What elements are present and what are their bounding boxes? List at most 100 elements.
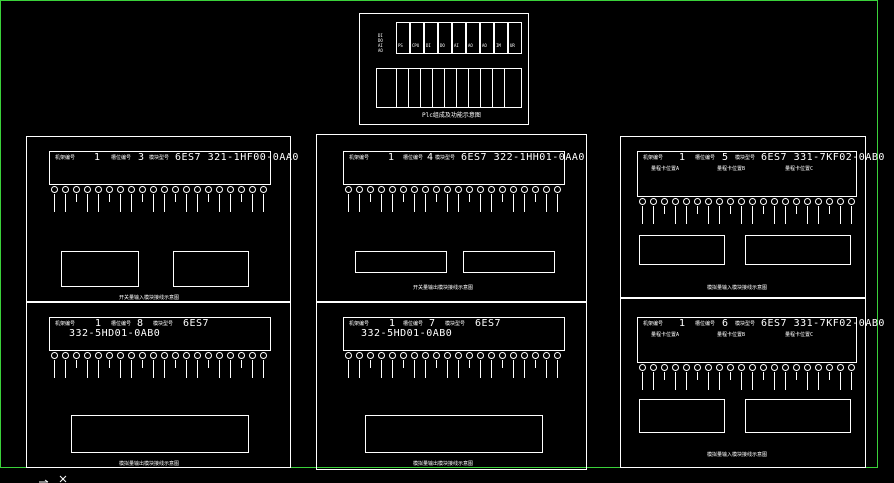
range-card-c: 量程卡位置C [785,166,814,172]
plc-slot-label: PS [398,43,403,48]
wire-line [370,194,371,202]
range-card-b: 量程卡位置B [717,166,746,172]
terminal-screw-icon [356,186,363,193]
terminal-screw-icon [444,352,451,359]
plc-slot [396,22,410,54]
wire-line [425,194,426,212]
wire-line [109,360,110,368]
rack-label: 机架编号 [55,155,76,161]
wire-line [546,360,547,378]
wire-line [840,372,841,390]
terminal-screw-icon [815,198,822,205]
wire-line [54,360,55,378]
rack-label: 机架编号 [349,321,370,327]
terminal-screw-icon [815,364,822,371]
terminal-screw-icon [84,186,91,193]
io-block-b [463,251,555,273]
wire-line [458,360,459,378]
module-caption-slot5: 模拟量输入模块接线示意图 [707,285,768,291]
io-block-a [639,235,725,265]
terminal-screw-icon [554,186,561,193]
terminal-screw-icon [62,352,69,359]
terminal-screw-icon [150,352,157,359]
drawing-border [0,0,878,468]
terminal-screw-icon [683,364,690,371]
terminal-screw-icon [161,352,168,359]
module-panel-slot5: 机架编号 1 槽位编号 5 模块型号 6ES7 331-7KF02-0AB0 量… [620,136,884,298]
terminal-screw-icon [477,186,484,193]
table-divider [420,68,421,108]
terminal-screw-icon [499,352,506,359]
terminal-screw-icon [488,352,495,359]
wire-line [436,194,437,202]
rack-label: 机架编号 [643,155,664,161]
terminal-screw-icon [510,352,517,359]
wire-line [142,360,143,368]
table-divider [504,68,505,108]
wire-line [774,206,775,224]
wire-line [675,372,676,390]
io-block-a [355,251,447,273]
plc-slot-label: CPU [412,43,420,48]
terminal-screw-icon [716,198,723,205]
wire-line [230,360,231,378]
wire-line [164,360,165,378]
io-block-a [639,399,725,433]
terminal-screw-icon [183,186,190,193]
terminal-screw-icon [216,352,223,359]
plc-table [376,68,522,108]
terminal-screw-icon [727,198,734,205]
slot-label: 槽位编号 [403,321,424,327]
terminal-screw-icon [727,364,734,371]
module-header-slot3 [49,151,271,185]
slot-number: 3 [138,152,145,163]
slot-label: 槽位编号 [695,155,716,161]
terminal-screw-icon [378,186,385,193]
wire-line [840,206,841,224]
wire-line [829,372,830,380]
terminal-screw-icon [95,352,102,359]
slot-label: 槽位编号 [111,321,132,327]
wire-line [796,372,797,380]
table-divider [444,68,445,108]
wire-line [708,372,709,390]
plc-slot-label: AO [468,43,473,48]
order-label: 模块型号 [153,321,174,327]
terminal-screw-icon [793,198,800,205]
wire-line [392,194,393,212]
terminal-screw-icon [51,352,58,359]
wire-line [87,194,88,212]
order-number: 6ES7 321-1HF00-0AA0 [175,152,299,163]
ucs-icon [39,475,67,483]
wire-line [491,360,492,378]
wire-line [480,194,481,212]
wire-line [807,372,808,390]
terminal-screw-icon [837,364,844,371]
terminal-screw-icon [782,198,789,205]
wire-line [54,194,55,212]
slot-number: 8 [137,318,144,329]
table-divider [480,68,481,108]
io-block-b [745,399,851,433]
terminal-screw-icon [117,352,124,359]
wire-line [851,372,852,390]
module-caption-slot7: 模拟量输出模块接线示意图 [413,461,474,467]
terminal-screw-icon [216,186,223,193]
wire-line [120,194,121,212]
terminal-screw-icon [694,364,701,371]
order-number: 6ES7 [475,318,502,329]
wire-line [752,206,753,224]
wire-line [752,372,753,390]
wire-line [741,372,742,390]
plc-io-label: DI [378,33,383,38]
terminal-screw-icon [466,186,473,193]
wire-line [686,206,687,224]
terminal-screw-icon [389,352,396,359]
wire-line [469,360,470,368]
wire-line [197,360,198,378]
terminal-screw-icon [51,186,58,193]
plc-slot-label: AI [454,43,459,48]
output-block [71,415,249,453]
wire-line [175,194,176,202]
plc-slot-label: AO [482,43,487,48]
